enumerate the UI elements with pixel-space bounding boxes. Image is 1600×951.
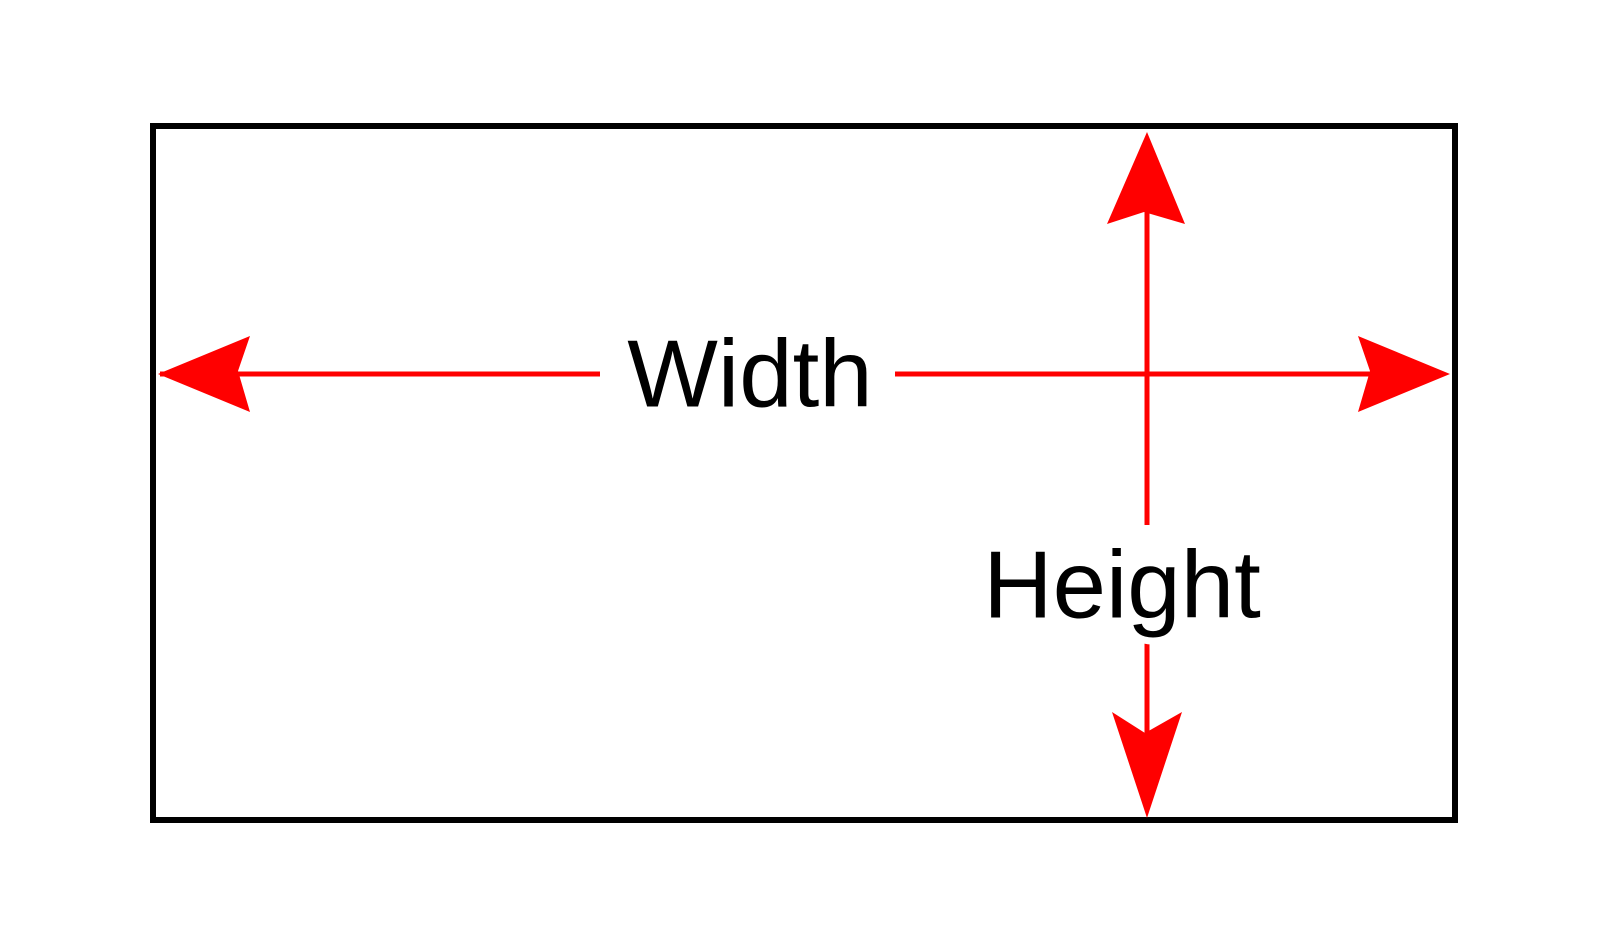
height-dimension-arrow [1107,132,1185,818]
outlined-rectangle [150,123,1458,823]
width-label: Width [627,321,872,428]
width-arrow-head-left [158,336,250,412]
height-label: Height [983,532,1261,639]
width-arrow-head-right [1358,336,1450,412]
height-arrow-head-top [1107,132,1185,224]
height-arrow-head-bottom [1112,712,1182,818]
width-dimension-arrow [158,336,1450,412]
